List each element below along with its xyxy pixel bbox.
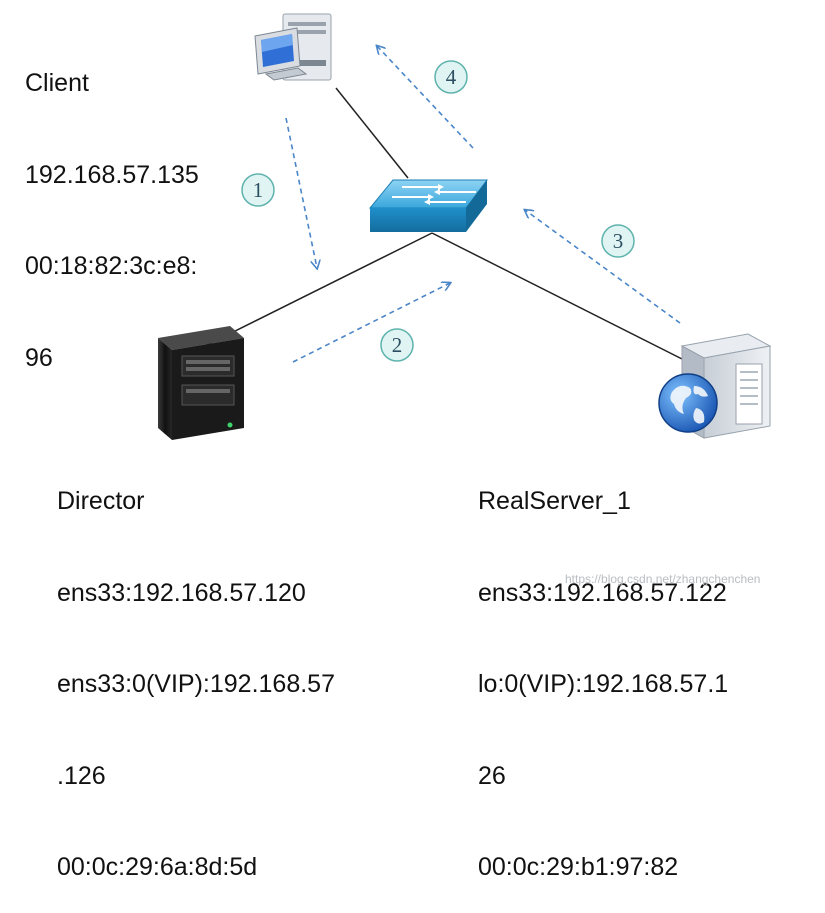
step-badge-3: 3	[601, 224, 635, 258]
arrow-step-3	[525, 210, 681, 324]
realserver-vip-line1: lo:0(VIP):192.168.57.1	[478, 670, 729, 698]
realserver-label: RealServer_1 ens33:192.168.57.122 lo:0(V…	[478, 425, 728, 913]
realserver-mac: 00:0c:29:b1:97:82	[478, 853, 679, 881]
arrow-step-4	[377, 46, 474, 149]
realserver-vip-line2: 26	[478, 761, 506, 790]
director-name: Director	[57, 487, 145, 515]
arrow-step-2	[292, 283, 450, 363]
director-vip-line2: .126	[57, 761, 106, 790]
director-label: Director ens33:192.168.57.120 ens33:0(VI…	[57, 425, 335, 913]
link-client-switch	[335, 87, 409, 179]
step-badge-1: 1	[241, 173, 275, 207]
server-tower-icon	[158, 326, 244, 440]
arrow-step-1	[285, 117, 317, 268]
step-number-1: 1	[253, 178, 264, 202]
watermark: https://blog.csdn.net/zhangchenchen	[565, 572, 761, 586]
step-number-4: 4	[446, 65, 457, 89]
director-vip-line1: ens33:0(VIP):192.168.57	[57, 670, 335, 698]
client-ip: 192.168.57.135	[25, 160, 199, 189]
network-diagram: 1 2 3 4	[158, 13, 772, 440]
link-switch-director	[204, 232, 433, 347]
client-mac-line2: 96	[25, 343, 53, 372]
desktop-computer-icon	[254, 13, 332, 81]
director-mac: 00:0c:29:6a:8d:5d	[57, 853, 258, 881]
step-badge-4: 4	[434, 60, 468, 94]
director-ens33: ens33:192.168.57.120	[57, 578, 306, 607]
step-badge-2: 2	[380, 328, 414, 362]
network-switch-icon	[368, 179, 488, 232]
link-switch-realserver	[431, 232, 689, 363]
step-number-2: 2	[392, 333, 403, 357]
web-server-icon	[658, 333, 772, 439]
client-label: Client 192.168.57.135 00:18:82:3c:e8: 96	[25, 7, 199, 404]
client-name: Client	[25, 69, 89, 97]
client-mac-line1: 00:18:82:3c:e8:	[25, 252, 198, 280]
realserver-name: RealServer_1	[478, 487, 631, 515]
step-number-3: 3	[613, 229, 624, 253]
